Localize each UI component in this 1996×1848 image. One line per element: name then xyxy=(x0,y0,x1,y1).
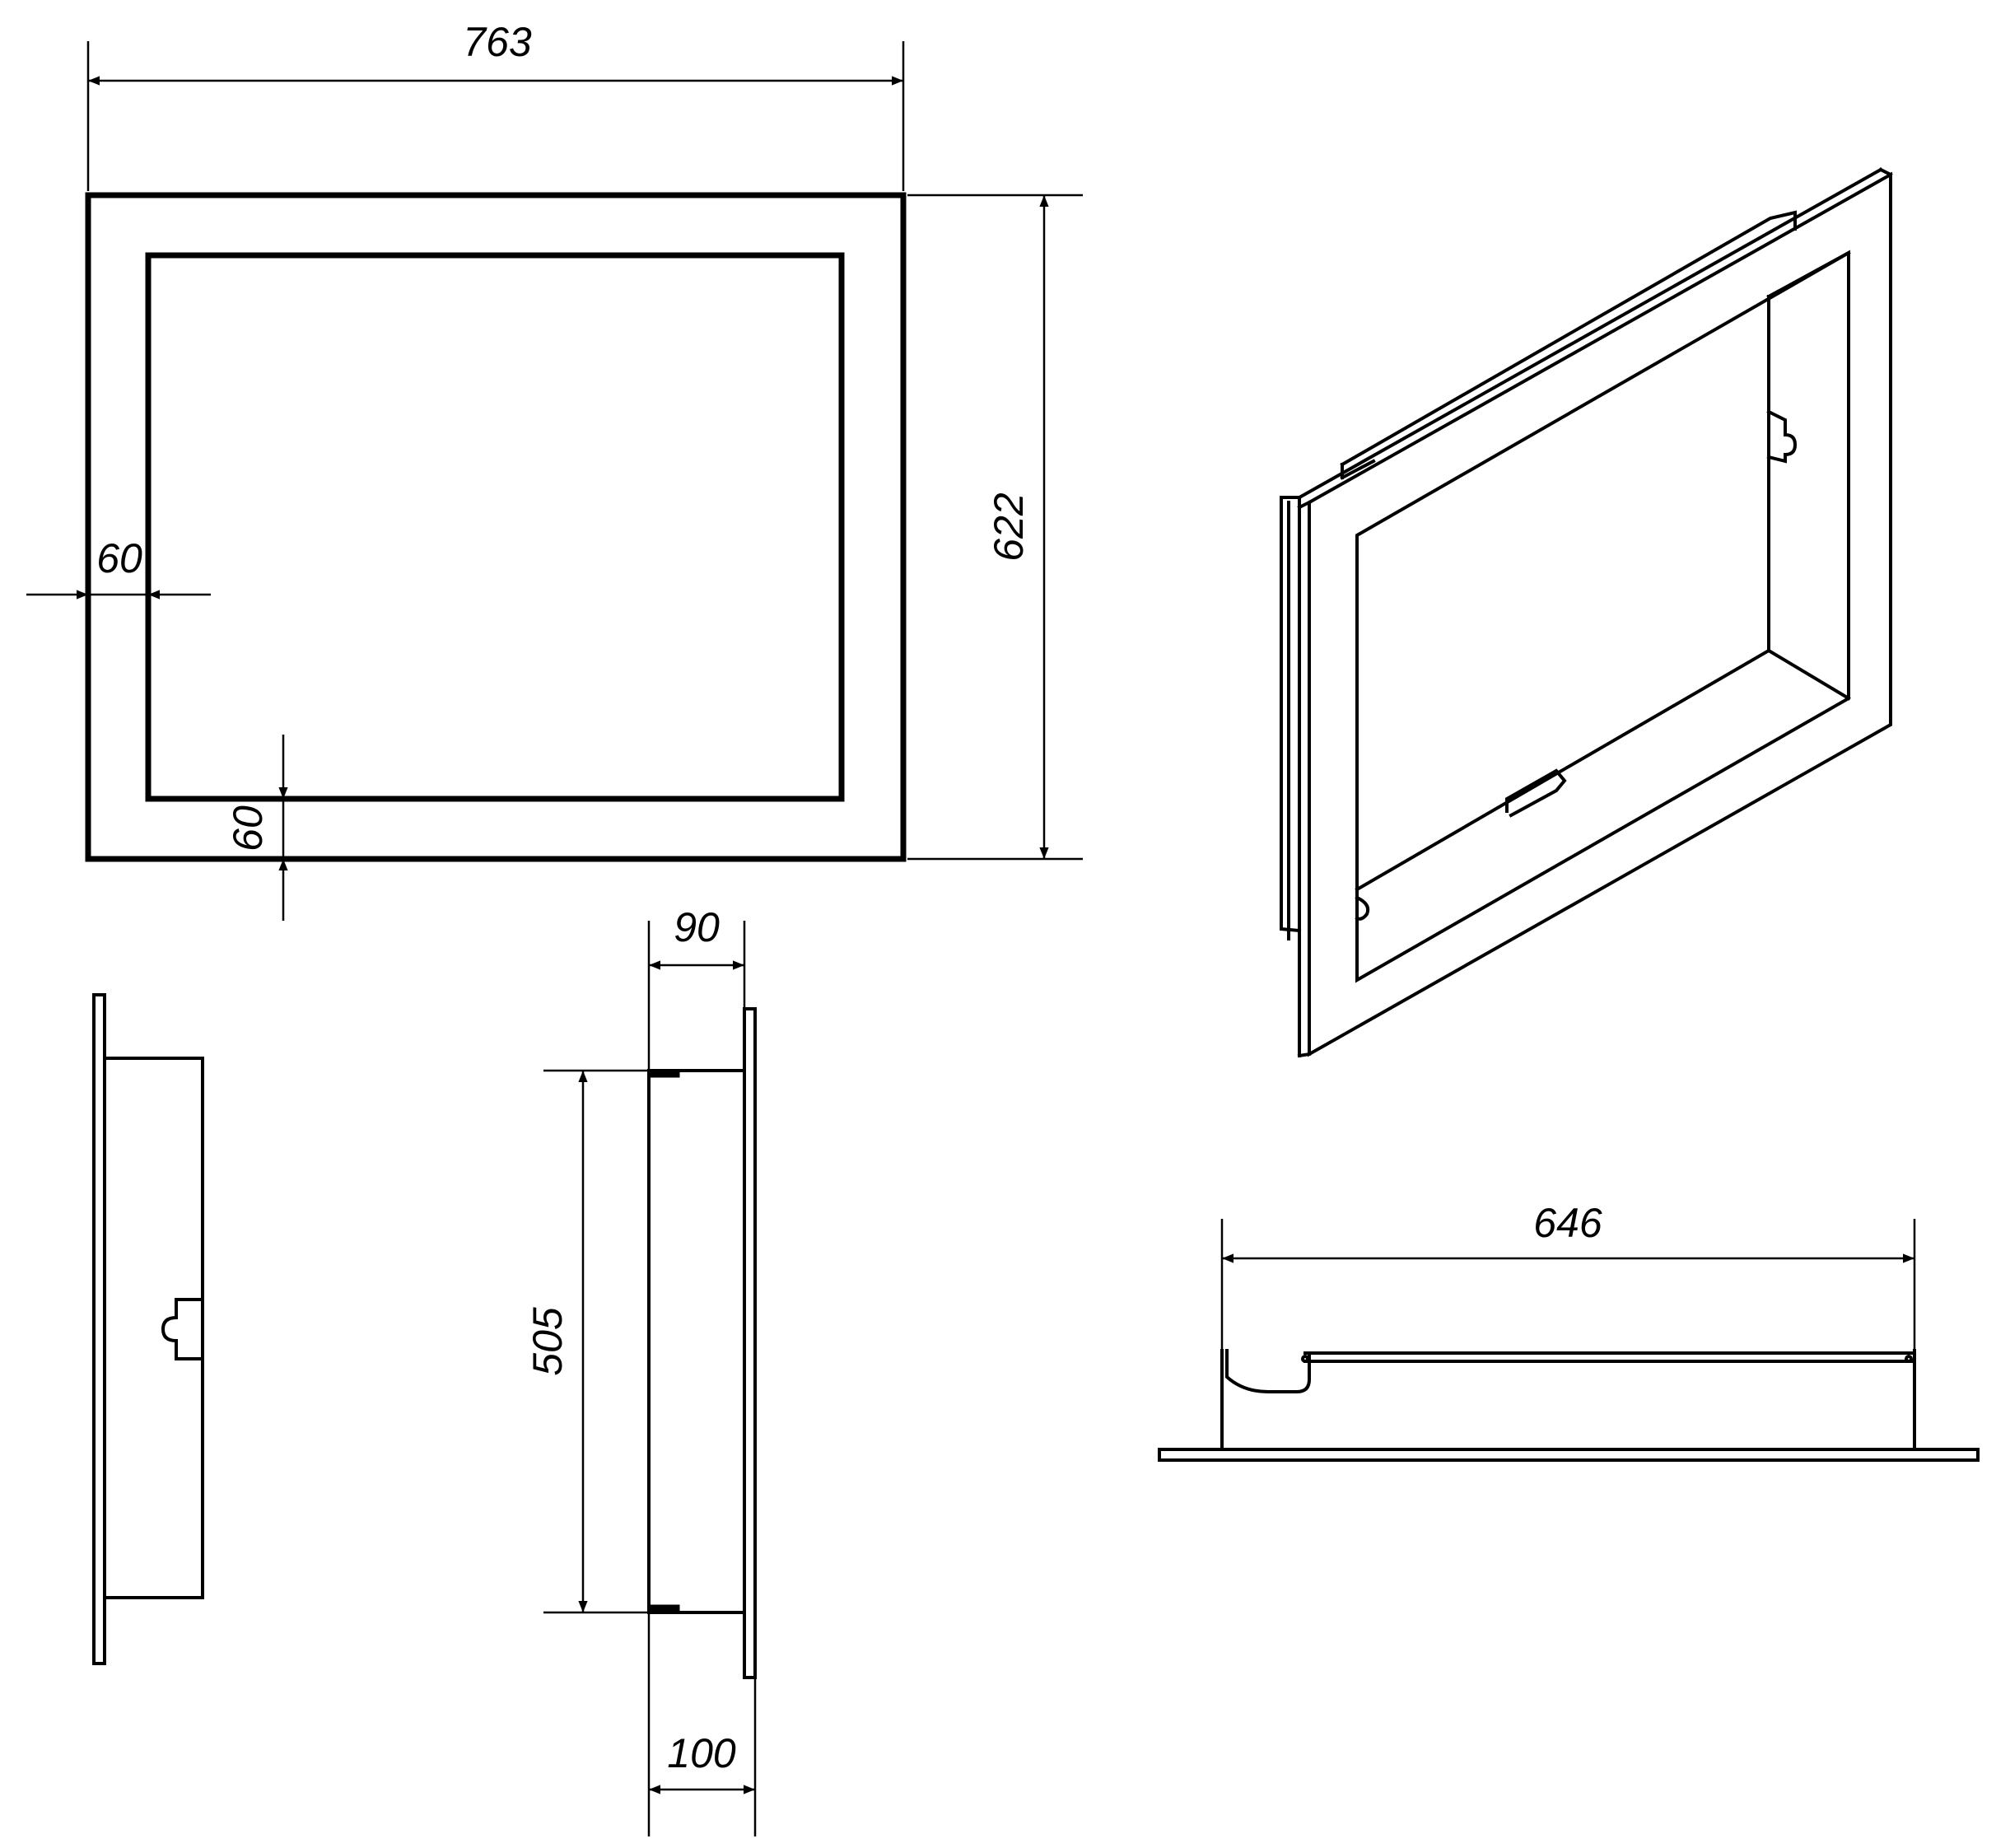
dimension-bottom-width: 646 xyxy=(1220,1200,1916,1351)
dimension-front-width: 763 xyxy=(86,19,905,191)
dimension-frame-bottom: 60 xyxy=(225,735,288,921)
iso-clip-right xyxy=(1766,409,1798,464)
iso-front-frame-inner xyxy=(1355,250,1850,983)
iso-clip-bottom xyxy=(1505,768,1567,818)
dimension-side-inner-height-label: 505 xyxy=(525,1307,571,1376)
dimension-front-width-label: 763 xyxy=(463,19,532,65)
side-flange-center xyxy=(743,1007,757,1679)
mounting-clip-left xyxy=(161,1298,204,1360)
dimension-front-height-label: 622 xyxy=(986,492,1032,562)
dimension-side-depth-bottom-label: 100 xyxy=(667,1730,736,1776)
front-outer-frame xyxy=(85,192,907,862)
side-view-left xyxy=(92,993,204,1665)
dimension-frame-side: 60 xyxy=(26,535,211,600)
dimension-side-depth-top-label: 90 xyxy=(674,904,720,950)
bottom-flange xyxy=(1158,1448,1980,1462)
dimension-bottom-width-label: 646 xyxy=(1533,1200,1602,1246)
front-inner-opening xyxy=(145,252,845,802)
dimension-side-inner-height: 505 xyxy=(525,1069,649,1614)
side-view-center: 90 505 100 xyxy=(525,904,757,1836)
front-view: 763 622 60 60 xyxy=(26,19,1083,921)
iso-box-inner-back xyxy=(1355,295,1770,892)
bottom-view: 646 xyxy=(1158,1200,1980,1462)
dimension-frame-side-label: 60 xyxy=(96,535,142,581)
side-flange-left xyxy=(92,993,106,1665)
iso-box-top xyxy=(1340,210,1797,467)
isometric-view xyxy=(1280,167,1893,1058)
iso-front-frame-outer xyxy=(1308,171,1892,1057)
dimension-side-depth-top: 90 xyxy=(647,904,746,1071)
dimension-side-depth-bottom: 100 xyxy=(647,1612,757,1836)
dimension-front-height: 622 xyxy=(907,194,1083,861)
dimension-frame-bottom-label: 60 xyxy=(225,805,271,852)
bottom-clip xyxy=(1225,1349,1311,1393)
